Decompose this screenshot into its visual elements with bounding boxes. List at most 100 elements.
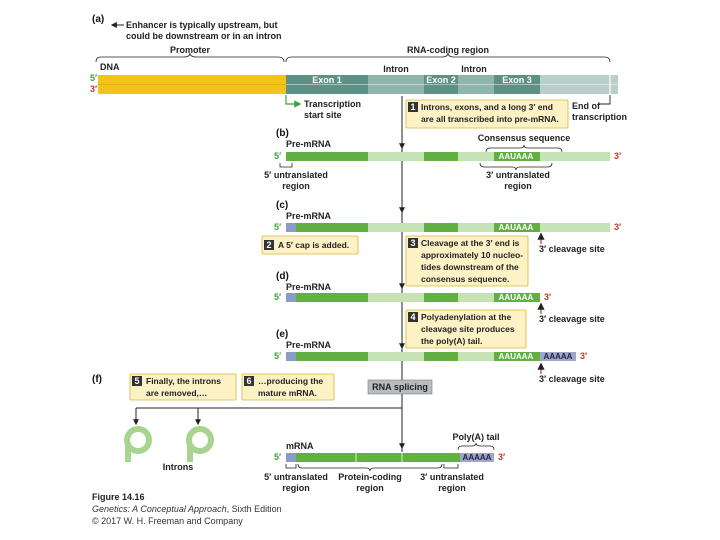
panel-d-pre-mrna: Pre-mRNA [286,282,332,292]
panel-e-pre-mrna: Pre-mRNA [286,340,332,350]
panel-a-letter: (a) [92,14,104,25]
svg-text:5: 5 [134,376,139,386]
panel-f-aaaaa: AAAAA [463,453,492,462]
panel-e-letter: (e) [276,329,288,340]
poly-a-brace [457,442,495,451]
svg-text:Finally, the introns: Finally, the introns [146,376,221,386]
panel-c-pre-mrna: Pre-mRNA [286,211,332,221]
consensus-brace [485,144,563,153]
consensus-label: Consensus sequence [478,133,571,143]
intron-lariat-1 [124,426,152,462]
panel-e-five-prime: 5′ [274,351,281,361]
panel-b-utr3-line1: 3′ untranslated [486,170,550,180]
svg-text:tides downstream of the: tides downstream of the [421,262,519,272]
step2-callout: 2 A 5′ cap is added. [261,235,359,255]
svg-text:mature mRNA.: mature mRNA. [258,388,317,398]
svg-text:are removed,…: are removed,… [146,388,207,398]
introns-label: Introns [163,462,194,472]
panel-e-cleavage: 3′ cleavage site [539,374,605,384]
mature-mrna [286,453,494,462]
svg-text:Cleavage at the 3′ end is: Cleavage at the 3′ end is [421,238,520,248]
step1-callout: 1 Introns, exons, and a long 3′ end are … [405,99,569,129]
enhancer-note-line2: could be downstream or in an intron [126,31,282,41]
svg-text:the poly(A) tail.: the poly(A) tail. [421,336,482,346]
dna-five-prime: 5′ [90,73,97,83]
book-citation: Genetics: A Conceptual Approach, Sixth E… [92,504,282,514]
step3-callout: 3 Cleavage at the 3′ end is approximatel… [405,235,529,287]
svg-text:RNA splicing: RNA splicing [372,382,428,392]
svg-text:…producing the: …producing the [258,376,323,386]
utr3-brace-f [443,464,459,469]
panel-b-utr3-line2: region [504,181,532,191]
intron1-label: Intron [383,64,409,74]
protein-brace-f [297,463,443,472]
panel-b-five-prime: 5′ [274,151,281,161]
transcription-start-arrow [285,95,302,108]
figure-number: Figure 14.16 [92,492,145,502]
panel-f-utr3-line2: region [438,483,466,493]
exon2-label: Exon 2 [426,75,456,85]
pre-mrna-e [286,352,576,361]
dna-three-prime: 3′ [90,84,97,94]
panel-c-cleavage: 3′ cleavage site [539,244,605,254]
book-edition: , Sixth Edition [227,504,282,514]
step4-callout: 4 Polyadenylation at the cleavage site p… [405,309,527,349]
panel-f-letter: (f) [92,374,102,385]
panel-c-aauaaa: AAUAAA [499,223,534,232]
panel-e-aauaaa: AAUAAA [499,352,534,361]
svg-text:Introns, exons, and a long 3′: Introns, exons, and a long 3′ end [421,102,553,112]
svg-text:4: 4 [410,312,415,322]
rna-coding-region-label: RNA-coding region [407,45,489,55]
end-transcription-line1: End of [572,101,601,111]
panel-b-utr5-line1: 5′ untranslated [264,170,328,180]
rna-coding-brace [285,52,611,63]
utr5-brace-f [285,464,297,469]
book-title: Genetics: A Conceptual Approach [92,504,227,514]
panel-c-five-prime: 5′ [274,222,281,232]
transcription-start-line2: start site [304,110,342,120]
svg-text:3: 3 [410,238,415,248]
utr3-brace-b [479,162,553,171]
svg-text:2: 2 [266,240,271,250]
panel-b-pre-mrna: Pre-mRNA [286,139,332,149]
pre-mrna-c [286,223,610,232]
exon3-label: Exon 3 [502,75,532,85]
copyright: © 2017 W. H. Freeman and Company [92,516,243,526]
panel-f-protein-line1: Protein-coding [338,472,402,482]
step6-callout: 6 …producing the mature mRNA. [241,373,335,401]
svg-text:are all transcribed into pre-m: are all transcribed into pre-mRNA. [421,114,559,124]
panel-f-protein-line2: region [356,483,384,493]
panel-d-cleavage: 3′ cleavage site [539,314,605,324]
exon1-label: Exon 1 [312,75,342,85]
pre-mrna-b [286,152,610,161]
promoter-label: Promoter [170,45,211,55]
panel-f-five-prime: 5′ [274,452,281,462]
transcription-start-line1: Transcription [304,99,361,109]
intron-lariat-2 [186,426,214,462]
panel-e-aaaaa: AAAAA [544,352,573,361]
step5-callout: 5 Finally, the introns are removed,… [129,373,237,401]
panel-c-letter: (c) [276,200,288,211]
panel-c-three-prime: 3′ [614,222,621,232]
panel-b-aauaaa: AAUAAA [499,152,534,161]
end-transcription-bracket [600,95,611,105]
panel-f-utr3-line1: 3′ untranslated [420,472,484,482]
panel-d-five-prime: 5′ [274,292,281,302]
panel-f-mrna: mRNA [286,441,314,451]
panel-b-three-prime: 3′ [614,151,621,161]
panel-d-letter: (d) [276,271,289,282]
svg-text:1: 1 [410,102,415,112]
rna-splicing-box: RNA splicing [367,379,433,395]
pre-mrna-d [286,293,540,302]
panel-e-three-prime: 3′ [580,351,587,361]
enhancer-note-line1: Enhancer is typically upstream, but [126,20,278,30]
svg-text:Polyadenylation at the: Polyadenylation at the [421,312,511,322]
panel-b-utr5-line2: region [282,181,310,191]
panel-f-utr5-line2: region [282,483,310,493]
svg-text:6: 6 [246,376,251,386]
svg-text:cleavage site produces: cleavage site produces [421,324,515,334]
dna-label: DNA [100,62,120,72]
svg-text:A 5′ cap is added.: A 5′ cap is added. [278,240,349,250]
end-transcription-line2: transcription [572,112,627,122]
